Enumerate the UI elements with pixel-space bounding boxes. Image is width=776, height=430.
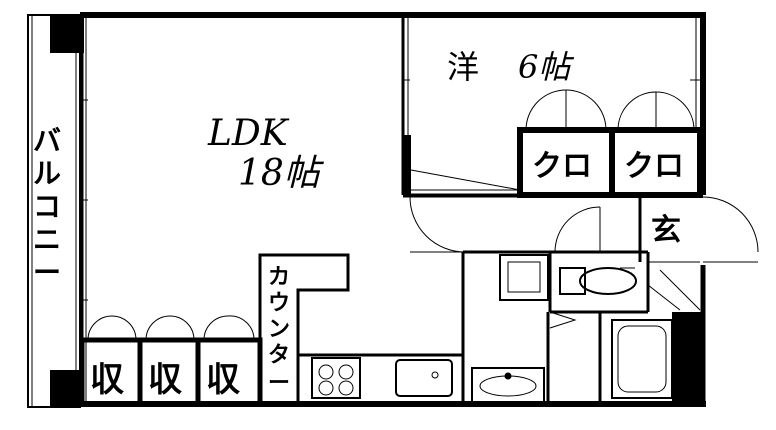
storage-label-2: 収: [148, 360, 182, 400]
balcony-char-5: ー: [33, 256, 61, 289]
balcony-char-4: ニ: [33, 223, 61, 256]
toilet-room: [548, 250, 650, 314]
closets: [517, 89, 703, 198]
closet-label-1: クロ: [532, 149, 592, 184]
ldk-name-label: LDK: [207, 113, 290, 154]
western-room: [401, 15, 700, 197]
counter-char-1: カ: [268, 265, 290, 290]
balcony-label: バ ル コ ニ ー: [33, 124, 61, 289]
storage-label-1: 収: [90, 360, 124, 400]
balcony-char-3: コ: [33, 190, 61, 223]
bathroom: [598, 312, 703, 404]
hallway: [403, 196, 759, 311]
counter-char-4: タ: [268, 343, 290, 368]
counter-char-5: ー: [268, 371, 290, 396]
counter-label: カ ウ ン タ ー: [268, 265, 290, 396]
entrance-label: 玄: [651, 213, 681, 248]
washroom: [461, 250, 577, 404]
balcony: [27, 14, 84, 408]
window-marks: [80, 99, 88, 301]
balcony-char-1: バ: [33, 124, 61, 157]
counter-char-2: ウ: [268, 291, 290, 316]
kitchen-counter: [258, 253, 463, 404]
storage-label-3: 収: [206, 360, 240, 400]
western-room-size-label: 6帖: [518, 48, 574, 86]
balcony-char-2: ル: [33, 157, 61, 190]
closet-label-2: クロ: [624, 149, 684, 184]
counter-char-3: ン: [268, 317, 290, 342]
ldk-size-label: 18帖: [238, 153, 325, 194]
western-room-name-label: 洋: [447, 48, 479, 86]
storage-units: [79, 315, 263, 407]
